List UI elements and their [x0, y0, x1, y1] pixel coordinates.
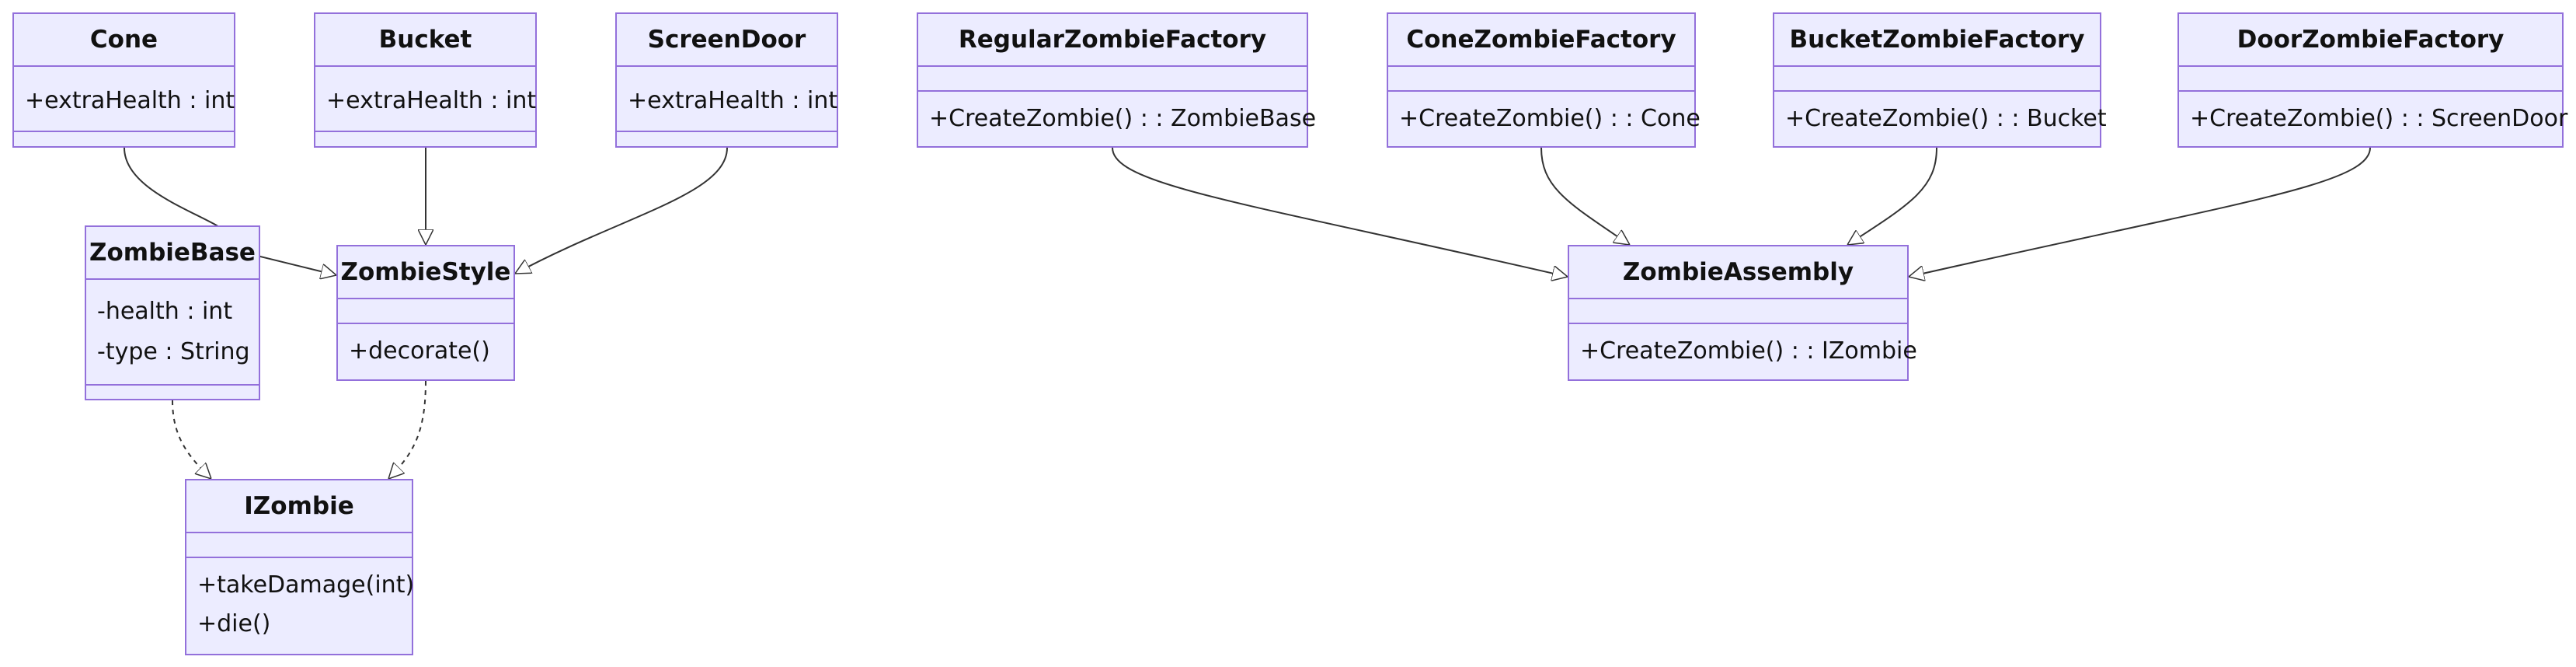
class-divider	[86, 278, 259, 280]
class-attribute: +extraHealth : int	[326, 87, 537, 114]
edge-zombiebase-izombie	[172, 400, 211, 479]
class-divider	[1774, 65, 2100, 67]
class-divider	[1388, 90, 1694, 92]
edge-bucketfactory-assembly	[1847, 147, 1937, 245]
class-title: ScreenDoor	[647, 26, 806, 54]
edge-zombiestyle-izombie	[388, 380, 426, 479]
class-method: +CreateZombie() : : ZombieBase	[929, 105, 1317, 132]
class-door-zombie-factory[interactable]: DoorZombieFactory +CreateZombie() : : Sc…	[2177, 12, 2568, 148]
class-bucket-zombie-factory[interactable]: BucketZombieFactory +CreateZombie() : : …	[1773, 12, 2107, 148]
edge-conefactory-assembly	[1540, 147, 1630, 245]
class-divider	[338, 298, 513, 299]
class-divider	[1388, 65, 1694, 67]
edge-cone-zombiestyle	[124, 147, 336, 275]
class-attribute: +extraHealth : int	[628, 87, 838, 114]
class-divider	[617, 131, 837, 132]
class-bucket[interactable]: Bucket +extraHealth : int	[314, 12, 537, 148]
class-zombie-base[interactable]: ZombieBase -health : int -type : String	[85, 225, 260, 400]
class-method: +CreateZombie() : : IZombie	[1580, 337, 1917, 365]
class-title: ZombieAssembly	[1622, 258, 1854, 286]
class-attribute: -type : String	[97, 338, 250, 365]
class-zombie-assembly[interactable]: ZombieAssembly +CreateZombie() : : IZomb…	[1568, 245, 1917, 381]
class-method: +CreateZombie() : : ScreenDoor	[2190, 105, 2568, 132]
class-method: +decorate()	[349, 337, 490, 365]
class-divider	[1569, 298, 1907, 299]
class-divider	[2179, 65, 2562, 67]
class-divider	[1774, 90, 2100, 92]
class-divider	[315, 65, 535, 67]
edge-doorfactory-assembly	[1909, 147, 2371, 277]
class-divider	[2179, 90, 2562, 92]
class-divider	[14, 65, 234, 67]
class-divider	[315, 131, 535, 132]
class-title: BucketZombieFactory	[1789, 26, 2085, 54]
class-screendoor[interactable]: ScreenDoor +extraHealth : int	[615, 12, 838, 148]
class-attribute: +extraHealth : int	[25, 87, 235, 114]
class-divider	[186, 532, 412, 533]
class-method: +CreateZombie() : : Cone	[1399, 105, 1701, 132]
class-divider	[338, 323, 513, 324]
class-izombie[interactable]: IZombie +takeDamage(int) +die()	[185, 479, 415, 655]
class-regular-zombie-factory[interactable]: RegularZombieFactory +CreateZombie() : :…	[917, 12, 1316, 148]
class-divider	[86, 384, 259, 386]
class-divider	[1569, 323, 1907, 324]
class-method: +CreateZombie() : : Bucket	[1785, 105, 2107, 132]
class-method: +die()	[197, 610, 271, 637]
class-divider	[918, 65, 1307, 67]
class-title: Cone	[89, 26, 158, 54]
class-title: RegularZombieFactory	[958, 26, 1267, 54]
class-cone-zombie-factory[interactable]: ConeZombieFactory +CreateZombie() : : Co…	[1387, 12, 1701, 148]
class-title: ZombieBase	[89, 239, 256, 267]
class-cone[interactable]: Cone +extraHealth : int	[12, 12, 235, 148]
class-divider	[617, 65, 837, 67]
class-method: +takeDamage(int)	[197, 571, 415, 599]
class-title: DoorZombieFactory	[2237, 26, 2505, 54]
class-title: IZombie	[244, 492, 354, 520]
class-title: ConeZombieFactory	[1406, 26, 1676, 54]
edge-screendoor-zombiestyle	[515, 147, 728, 274]
class-title: ZombieStyle	[340, 258, 511, 286]
class-zombie-style[interactable]: ZombieStyle +decorate()	[336, 245, 515, 381]
class-title: Bucket	[378, 26, 472, 54]
class-attribute: -health : int	[97, 298, 233, 325]
edge-regularfactory-assembly	[1112, 147, 1568, 277]
class-divider	[186, 557, 412, 558]
class-divider	[918, 90, 1307, 92]
class-divider	[14, 131, 234, 132]
